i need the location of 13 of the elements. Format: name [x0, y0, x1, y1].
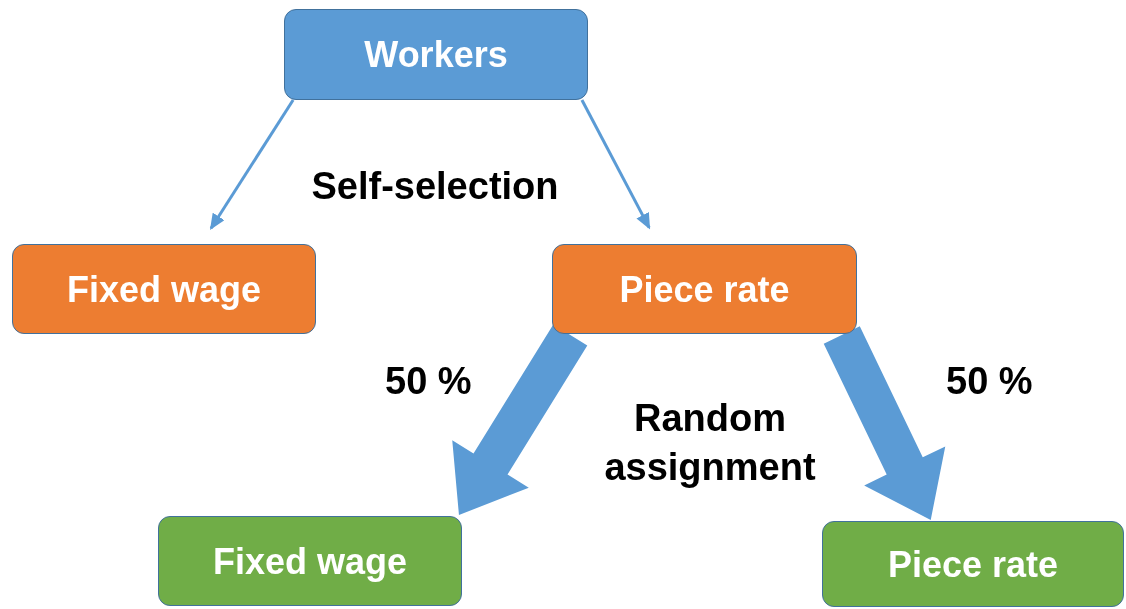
annotation-text: Random assignment — [603, 396, 817, 491]
edge-label: 50 % — [946, 362, 1033, 400]
process-box: Piece rate — [822, 521, 1124, 607]
block-arrow — [452, 324, 588, 515]
annotation-text: Self-selection — [310, 164, 560, 209]
arrow — [580, 99, 651, 230]
block-arrow — [823, 326, 946, 520]
edge-label: 50 % — [385, 362, 472, 400]
process-box: Workers — [284, 9, 588, 100]
process-box: Fixed wage — [158, 516, 462, 606]
process-box: Fixed wage — [12, 244, 316, 334]
arrow — [209, 99, 295, 230]
process-box: Piece rate — [552, 244, 857, 334]
